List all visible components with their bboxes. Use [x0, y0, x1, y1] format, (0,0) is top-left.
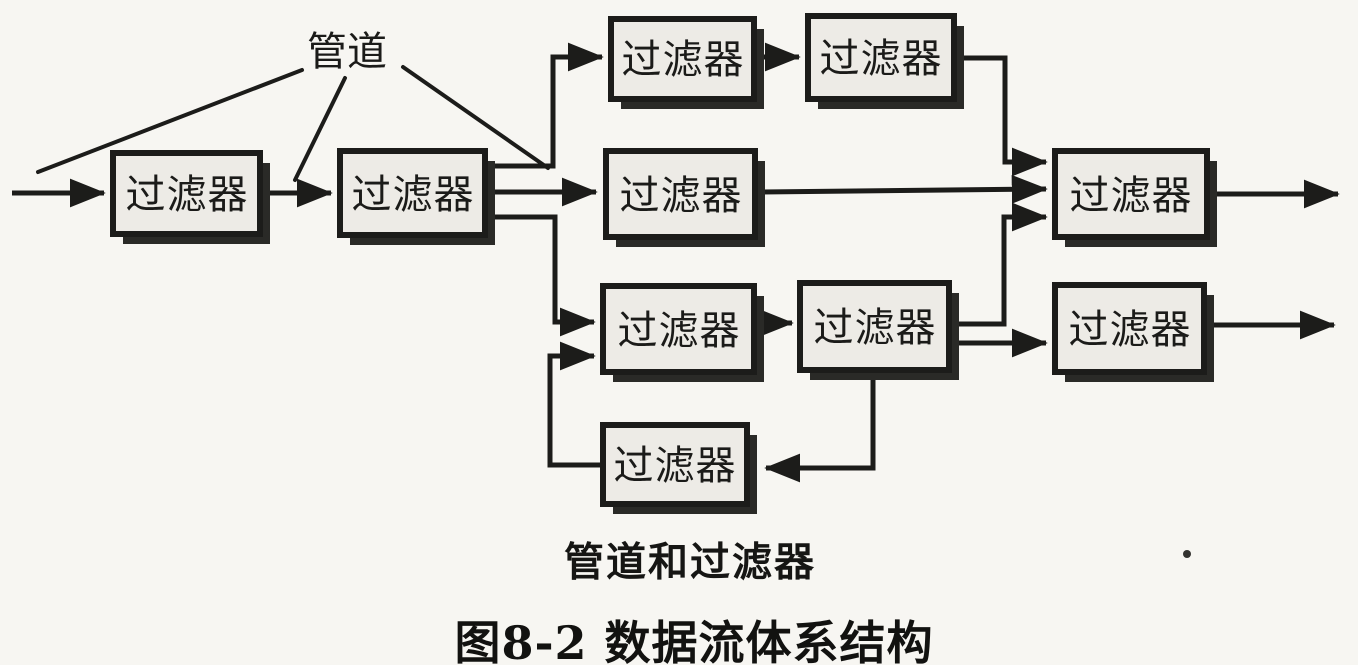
filter-box-top-1-label: 过滤器	[622, 37, 745, 83]
filter-box-bottom-2-label: 过滤器	[814, 305, 937, 351]
pipe-callout-line-middle	[293, 76, 347, 182]
scan-dot	[1183, 550, 1191, 558]
pipe-callout-line-left	[36, 68, 304, 174]
filter-box-top-2-label: 过滤器	[820, 36, 943, 82]
pipe-bottom2-to-merge	[955, 202, 1048, 327]
pipe-top2-to-merge	[957, 55, 1048, 177]
diagram-caption: 管道和过滤器	[564, 539, 816, 586]
filter-box-middle: 过滤器	[603, 148, 765, 247]
pipe-middle-to-merge	[759, 174, 1048, 204]
pipe-stage2-to-top-branch	[488, 42, 604, 169]
pipe-label: 管道	[307, 29, 387, 75]
filter-box-top-2: 过滤器	[805, 13, 964, 109]
filter-box-middle-label: 过滤器	[620, 173, 743, 219]
filter-box-merge-label: 过滤器	[1070, 173, 1193, 219]
filter-box-top-1: 过滤器	[608, 16, 764, 109]
filter-box-bottom-2: 过滤器	[797, 280, 959, 380]
filter-box-stage2: 过滤器	[337, 148, 495, 245]
filter-box-feedback: 过滤器	[600, 422, 757, 514]
filter-box-merge: 过滤器	[1052, 148, 1217, 247]
filter-box-bottomright: 过滤器	[1052, 282, 1214, 382]
filter-box-bottom-1: 过滤器	[600, 283, 764, 382]
filter-box-stage1-label: 过滤器	[126, 172, 249, 218]
filter-box-bottomright-label: 过滤器	[1069, 307, 1192, 353]
filter-box-stage1: 过滤器	[110, 150, 270, 244]
pipe-callout-line-right	[401, 65, 550, 170]
filter-box-feedback-label: 过滤器	[614, 443, 737, 489]
pipe-feedback-to-bottom1	[547, 341, 601, 468]
filter-box-bottom-1-label: 过滤器	[618, 308, 741, 354]
pipe-stage2-to-bottom-branch	[488, 214, 596, 337]
filter-box-stage2-label: 过滤器	[352, 172, 475, 218]
figure-caption: 图8-2 数据流体系结构	[454, 616, 933, 665]
pipe-bottom2-to-feedback	[764, 375, 876, 483]
